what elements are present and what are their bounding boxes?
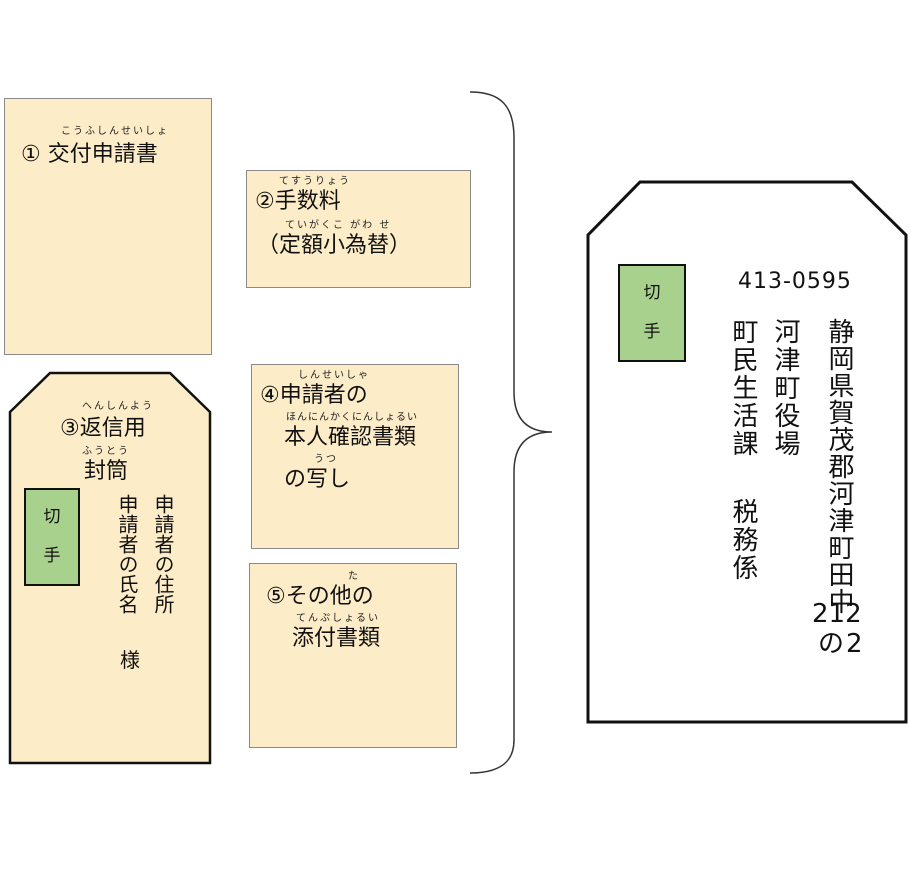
applicant-ruby: しんせいしゃ <box>298 370 370 381</box>
return-stamp-icon: 切 手 <box>24 488 80 586</box>
honorific: 様 <box>120 648 140 672</box>
envelope-ruby: ふうとう <box>82 446 130 457</box>
money-order-ruby: ていがくこ がわ せ <box>285 220 392 231</box>
copy-label: の写し <box>284 467 351 492</box>
attached-documents-label: 添付書類 <box>292 626 381 651</box>
envelope-stamp-char-bottom: 手 <box>643 322 661 342</box>
section: 税務係 <box>728 498 758 582</box>
copy-ruby: うつ <box>314 454 338 465</box>
id-documents-label: 本人確認書類 <box>284 425 417 450</box>
applicant-label: ④申請者の <box>260 383 368 408</box>
return-envelope-label: ③返信用 <box>60 416 146 441</box>
fee-label: ②手数料 <box>255 189 341 214</box>
other-ruby: た <box>348 571 360 582</box>
envelope-stamp-char-top: 切 <box>643 283 661 303</box>
return-envelope-ruby: へんしんよう <box>82 401 154 412</box>
application-form-ruby: こうふしんせいしょ <box>61 126 169 137</box>
address-number: 212 <box>812 599 862 629</box>
id-documents-card: しんせいしゃ ④申請者の ほんにんかくにんしょるい 本人確認書類 うつ の写し <box>251 364 459 549</box>
id-documents-ruby: ほんにんかくにんしょるい <box>286 412 418 423</box>
application-form-card: こうふしんせいしょ ① 交付申請書 <box>4 98 212 355</box>
fee-ruby: てすうりょう <box>279 176 351 187</box>
other-documents-card: た ⑤その他の てんぷしょるい 添付書類 <box>249 563 457 748</box>
destination-address: 静岡県賀茂郡河津町田中 <box>824 318 854 615</box>
applicant-name: 申請者の氏名 <box>115 494 139 614</box>
money-order-label: （定額小為替） <box>257 233 412 258</box>
envelope-stamp-icon: 切 手 <box>618 264 686 362</box>
postal-code: 413-0595 <box>738 269 852 294</box>
attached-documents-ruby: てんぷしょるい <box>296 613 380 624</box>
department: 町民生活課 <box>728 318 758 458</box>
return-stamp-char-bottom: 手 <box>43 546 61 566</box>
town-office: 河津町役場 <box>770 318 800 458</box>
return-stamp-char-top: 切 <box>43 507 61 527</box>
other-label: ⑤その他の <box>266 584 374 609</box>
return-envelope-outline <box>8 371 212 765</box>
brace <box>469 91 553 774</box>
envelope-label: 封筒 <box>84 459 129 484</box>
fee-card: てすうりょう ②手数料 ていがくこ がわ せ （定額小為替） <box>246 170 471 288</box>
applicant-address: 申請者の住所 <box>151 494 175 614</box>
address-number-suffix: の2 <box>818 629 865 659</box>
application-form-label: ① 交付申請書 <box>21 142 158 167</box>
